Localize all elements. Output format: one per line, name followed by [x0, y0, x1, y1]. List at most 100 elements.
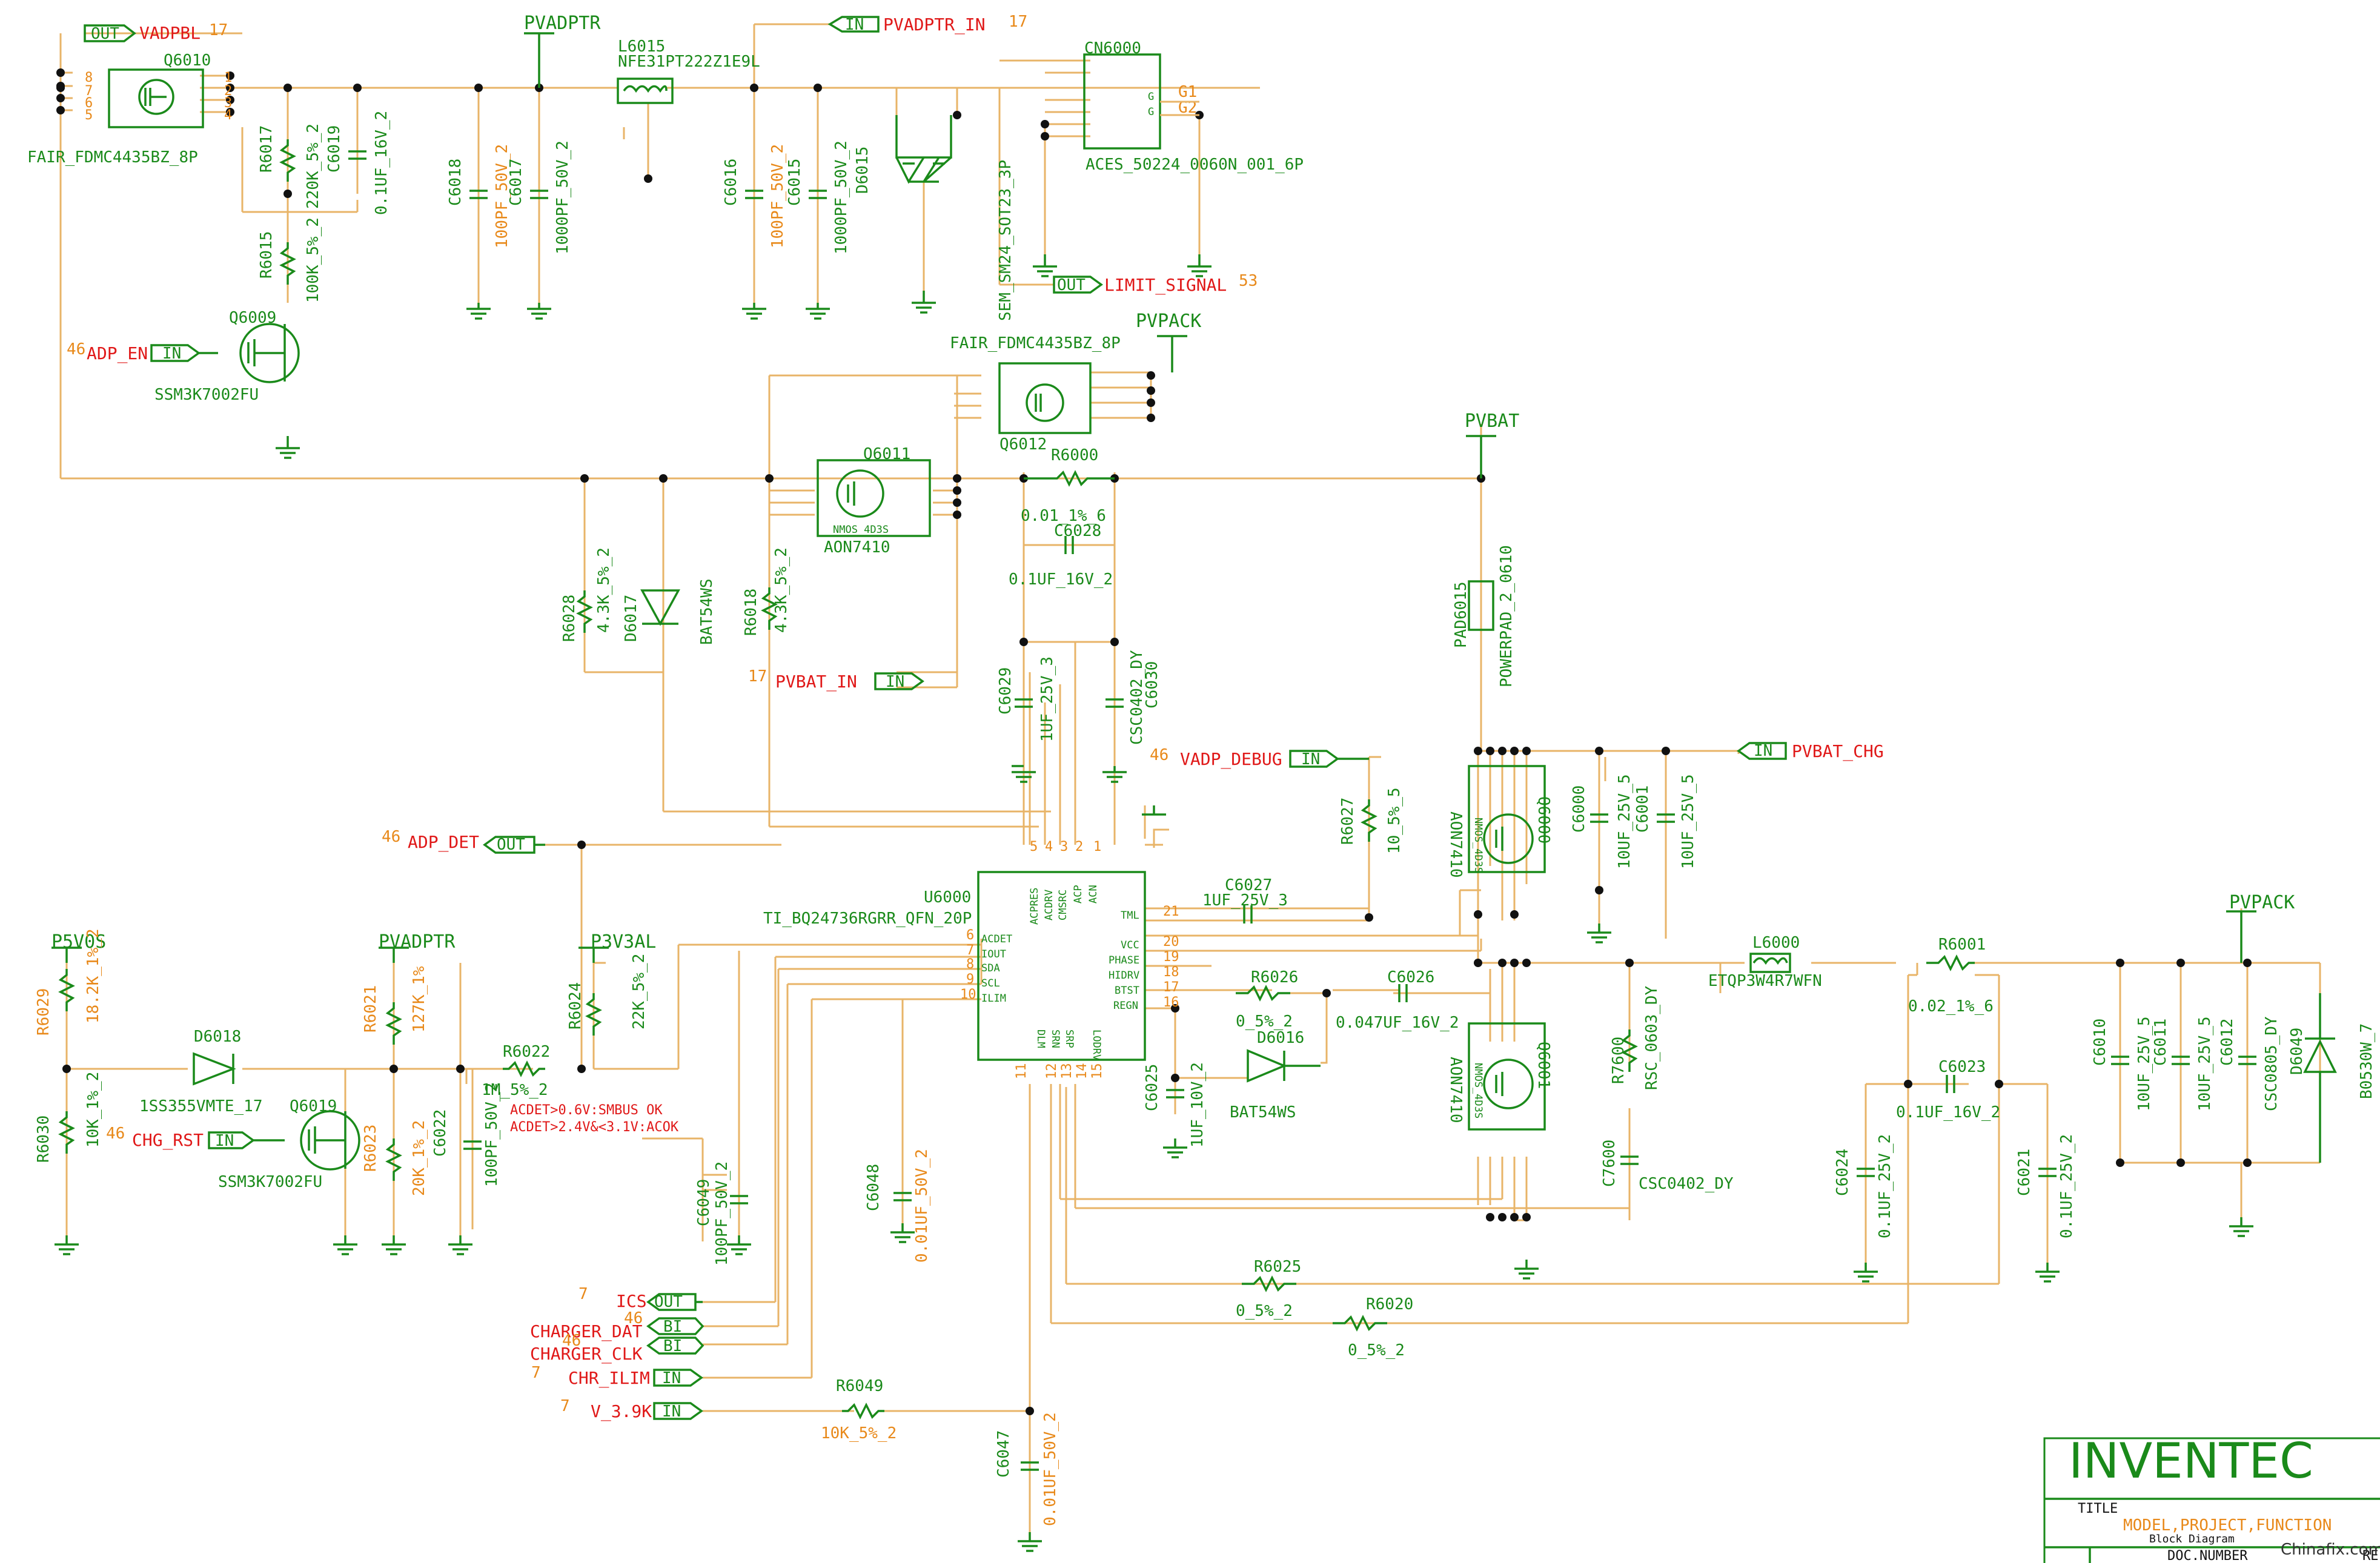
resistor-r6022[interactable]: R6022 1M_5%_2 — [482, 1043, 550, 1099]
u6000-bottom-pins: DLM SRN SRP LODRV 11 12 13 14 15 — [1014, 1029, 1105, 1079]
port-flags: OUT VADPBL 17 IN PVADPTR_IN 17 46 ADP_EN… — [67, 13, 1884, 1422]
mosfet-q6012[interactable]: FAIR_FDMC4435BZ_8P Q6012 — [950, 334, 1121, 454]
capacitor-c6019[interactable]: C6019 0.1UF_16V_2 — [325, 111, 391, 215]
pin-num-10: 10 — [960, 987, 976, 1002]
resistor-r6029[interactable]: R6029 18.2K_1%_2 — [35, 928, 102, 1036]
capacitor-c6047[interactable]: C6047 0.01UF_50V_2 — [995, 1412, 1059, 1526]
port-name: CHR_ILIM — [568, 1368, 650, 1389]
capacitor-c6025[interactable]: C6025 1UF_10V_2 — [1143, 1062, 1207, 1148]
port-dir: IN — [662, 1403, 681, 1421]
port-pvadptr-in[interactable]: IN PVADPTR_IN 17 — [827, 13, 1027, 35]
resistor-r6030[interactable]: R6030 10K_1%_2 — [35, 1072, 102, 1163]
resistor-r6017[interactable]: R6017 220K_5%_2 — [257, 124, 322, 209]
inductor-l6000[interactable]: L6000 ETQP3W4R7WFN — [1708, 934, 1822, 990]
mosfet-q6000[interactable]: Q6000 NMOS_4D3S AON7410 — [1447, 765, 1553, 878]
port-chr-ilim[interactable]: 7 CHR_ILIM IN — [531, 1364, 703, 1389]
port-dir: BI — [663, 1337, 682, 1355]
powerpad-pad6015[interactable]: PAD6015 POWERPAD_2_0610 — [1452, 545, 1516, 687]
c6029-ref: C6029 — [996, 667, 1015, 715]
capacitor-c6001[interactable]: C6001 10UF_25V_5 — [1634, 774, 1697, 869]
port-vadp-debug[interactable]: 46 VADP_DEBUG IN — [1150, 746, 1369, 770]
capacitor-c6021[interactable]: C6021 0.1UF_25V_2 — [2015, 1134, 2076, 1238]
resistor-r7600[interactable]: R7600 RSC_0603_DY — [1609, 985, 1661, 1090]
resistor-r6001[interactable]: R6001 0.02_1%_6 — [1908, 936, 1994, 1016]
capacitor-c6024[interactable]: C6024 0.1UF_25V_2 — [1834, 1134, 1894, 1238]
d6015-part: SEM_SM24_SOT23_3P — [996, 160, 1015, 321]
diode-d6015[interactable]: D6015 SEM_SM24_SOT23_3P — [854, 115, 1015, 321]
diode-d6018[interactable]: D6018 1SS355VMTE_17 — [139, 1028, 263, 1115]
diode-d6017[interactable]: D6017 BAT54WS — [622, 578, 716, 645]
resistor-r6027[interactable]: R6027 10_5%_5 — [1339, 787, 1404, 854]
q6009-part: SSM3K7002FU — [154, 386, 259, 404]
port-name: PVADPTR_IN — [883, 15, 986, 35]
resistor-r6028[interactable]: R6028 4.3K_5%_2 — [560, 547, 613, 642]
c6047-value: 0.01UF_50V_2 — [1041, 1412, 1059, 1526]
resistor-r6015[interactable]: R6015 100K_5%_2 — [257, 217, 322, 303]
diode-d6049[interactable]: D6049 B0530W_7 — [2288, 993, 2376, 1163]
mosfet-q6001[interactable]: Q6001 NMOS_4D3S AON7410 — [1447, 1022, 1553, 1131]
resistor-r6000[interactable]: R6000 0.01_1%_6 — [1021, 446, 1115, 525]
resistor-r6021[interactable]: R6021 127K_1% — [362, 966, 428, 1045]
port-chg-rst[interactable]: 46 CHG_RST IN — [106, 1125, 285, 1151]
c6024-ref: C6024 — [1834, 1149, 1852, 1196]
diode-d6016[interactable]: D6016 BAT54WS — [1230, 1029, 1321, 1122]
port-adp-en[interactable]: 46 ADP_EN IN — [67, 340, 218, 364]
c6016-value: 100PF_50V_2 — [769, 144, 787, 248]
capacitor-c6012[interactable]: C6012 CSC0805_DY — [2218, 1016, 2281, 1111]
mosfet-q6011[interactable]: Q6011 NMOS_4D3S AON7410 — [817, 445, 931, 557]
resistor-r6049[interactable]: R6049 10K_5%_2 — [821, 1377, 897, 1442]
port-charger-clk[interactable]: 46 CHARGER_CLK BI — [530, 1332, 704, 1364]
q6010-pin-7: 7 — [85, 84, 93, 99]
mosfet-q6009[interactable]: Q6009 SSM3K7002FU — [154, 309, 300, 404]
capacitor-c6017[interactable]: C6017 1000PF_50V_2 — [507, 140, 572, 254]
capacitor-c6022[interactable]: C6022 100PF_50V_2 — [431, 1083, 501, 1187]
port-dir: IN — [162, 345, 181, 363]
q6010-pin-2: 2 — [224, 84, 232, 99]
mosfet-q6010[interactable]: Q6010 FAIR_FDMC4435BZ_8P 8 7 6 5 1 2 3 4 — [27, 51, 232, 167]
capacitor-c6026[interactable]: C6026 0.047UF_16V_2 — [1336, 968, 1459, 1032]
port-v3-9k[interactable]: 7 V_3.9K IN — [560, 1397, 703, 1422]
capacitor-c6000[interactable]: C6000 10UF_25V_5 — [1570, 774, 1634, 869]
resistor-r6020[interactable]: R6020 0_5%_2 — [1333, 1295, 1413, 1360]
pin-phase: PHASE — [1109, 954, 1139, 967]
u6000-part: TI_BQ24736RGRR_QFN_20P — [763, 910, 972, 928]
capacitor-c6028[interactable]: C6028 0.1UF_16V_2 — [1009, 522, 1113, 589]
capacitor-c6015[interactable]: C6015 1000PF_50V_2 — [786, 140, 850, 254]
c6029-value: 1UF_25V_3 — [1038, 656, 1056, 742]
c6024-value: 0.1UF_25V_2 — [1876, 1134, 1894, 1238]
port-ics[interactable]: 7 ICS OUT — [578, 1285, 703, 1311]
capacitor-c6010[interactable]: C6010 10UF_25V_5 — [2091, 1016, 2153, 1111]
mosfet-q6019[interactable]: Q6019 SSM3K7002FU — [218, 1097, 360, 1191]
port-pvbat-chg[interactable]: IN PVBAT_CHG — [1737, 741, 1884, 762]
pin-srn: SRN — [1049, 1029, 1061, 1048]
port-ref: 7 — [531, 1364, 541, 1382]
capacitor-c6030[interactable]: CSC0402_DY C6030 — [1105, 650, 1161, 745]
port-name: ADP_DET — [408, 832, 479, 853]
pin-hidrv: HIDRV — [1109, 970, 1139, 982]
ic-u6000[interactable]: U6000 TI_BQ24736RGRR_QFN_20P ACDET IOUT … — [763, 839, 1179, 1079]
port-limit-signal[interactable]: OUT LIMIT_SIGNAL 53 — [1053, 272, 1258, 296]
resistor-r6026[interactable]: R6026 0_5%_2 — [1236, 968, 1298, 1031]
port-adp-det[interactable]: 46 ADP_DET OUT — [382, 828, 545, 854]
c6010-ref: C6010 — [2091, 1019, 2109, 1066]
capacitor-c6018[interactable]: C6018 100PF_50V_2 — [446, 144, 511, 248]
inductor-l6015[interactable]: L6015 NFE31PT222Z1E9L — [617, 38, 760, 104]
port-vadpbl[interactable]: OUT VADPBL 17 — [84, 21, 228, 43]
capacitor-c7600[interactable]: C7600 CSC0402_DY — [1600, 1140, 1734, 1193]
capacitor-c6011[interactable]: C6011 10UF_25V_5 — [2152, 1016, 2214, 1111]
port-pvbat-in[interactable]: 17 PVBAT_IN IN — [748, 667, 924, 692]
resistor-r6023[interactable]: R6023 20K_1%_2 — [362, 1120, 428, 1196]
port-charger-dat[interactable]: 46 CHARGER_DAT BI — [530, 1309, 704, 1342]
cn6000-g-b: G — [1148, 106, 1154, 118]
capacitor-c6048[interactable]: C6048 0.01UF_50V_2 — [864, 1149, 931, 1263]
capacitor-c6016[interactable]: C6016 100PF_50V_2 — [722, 144, 787, 248]
resistor-r6025[interactable]: R6025 0_5%_2 — [1236, 1258, 1301, 1320]
l6015-ref: L6015 — [618, 38, 665, 56]
capacitor-c6027[interactable]: C6027 1UF_25V_3 — [1202, 876, 1288, 924]
connector-cn6000[interactable]: CN6000 ACES_50224_0060N_001_6P G G G1 G2 — [1083, 39, 1304, 174]
capacitor-c6029[interactable]: C6029 1UF_25V_3 — [996, 656, 1056, 742]
capacitor-c6023[interactable]: C6023 0.1UF_16V_2 — [1896, 1058, 2000, 1122]
resistor-r6024[interactable]: R6024 22K_5%_2 — [566, 954, 648, 1036]
resistor-r6018[interactable]: R6018 4.3K_5%_2 — [742, 547, 791, 636]
capacitor-c6049[interactable]: C6049 100PF_50V_2 — [695, 1162, 748, 1266]
